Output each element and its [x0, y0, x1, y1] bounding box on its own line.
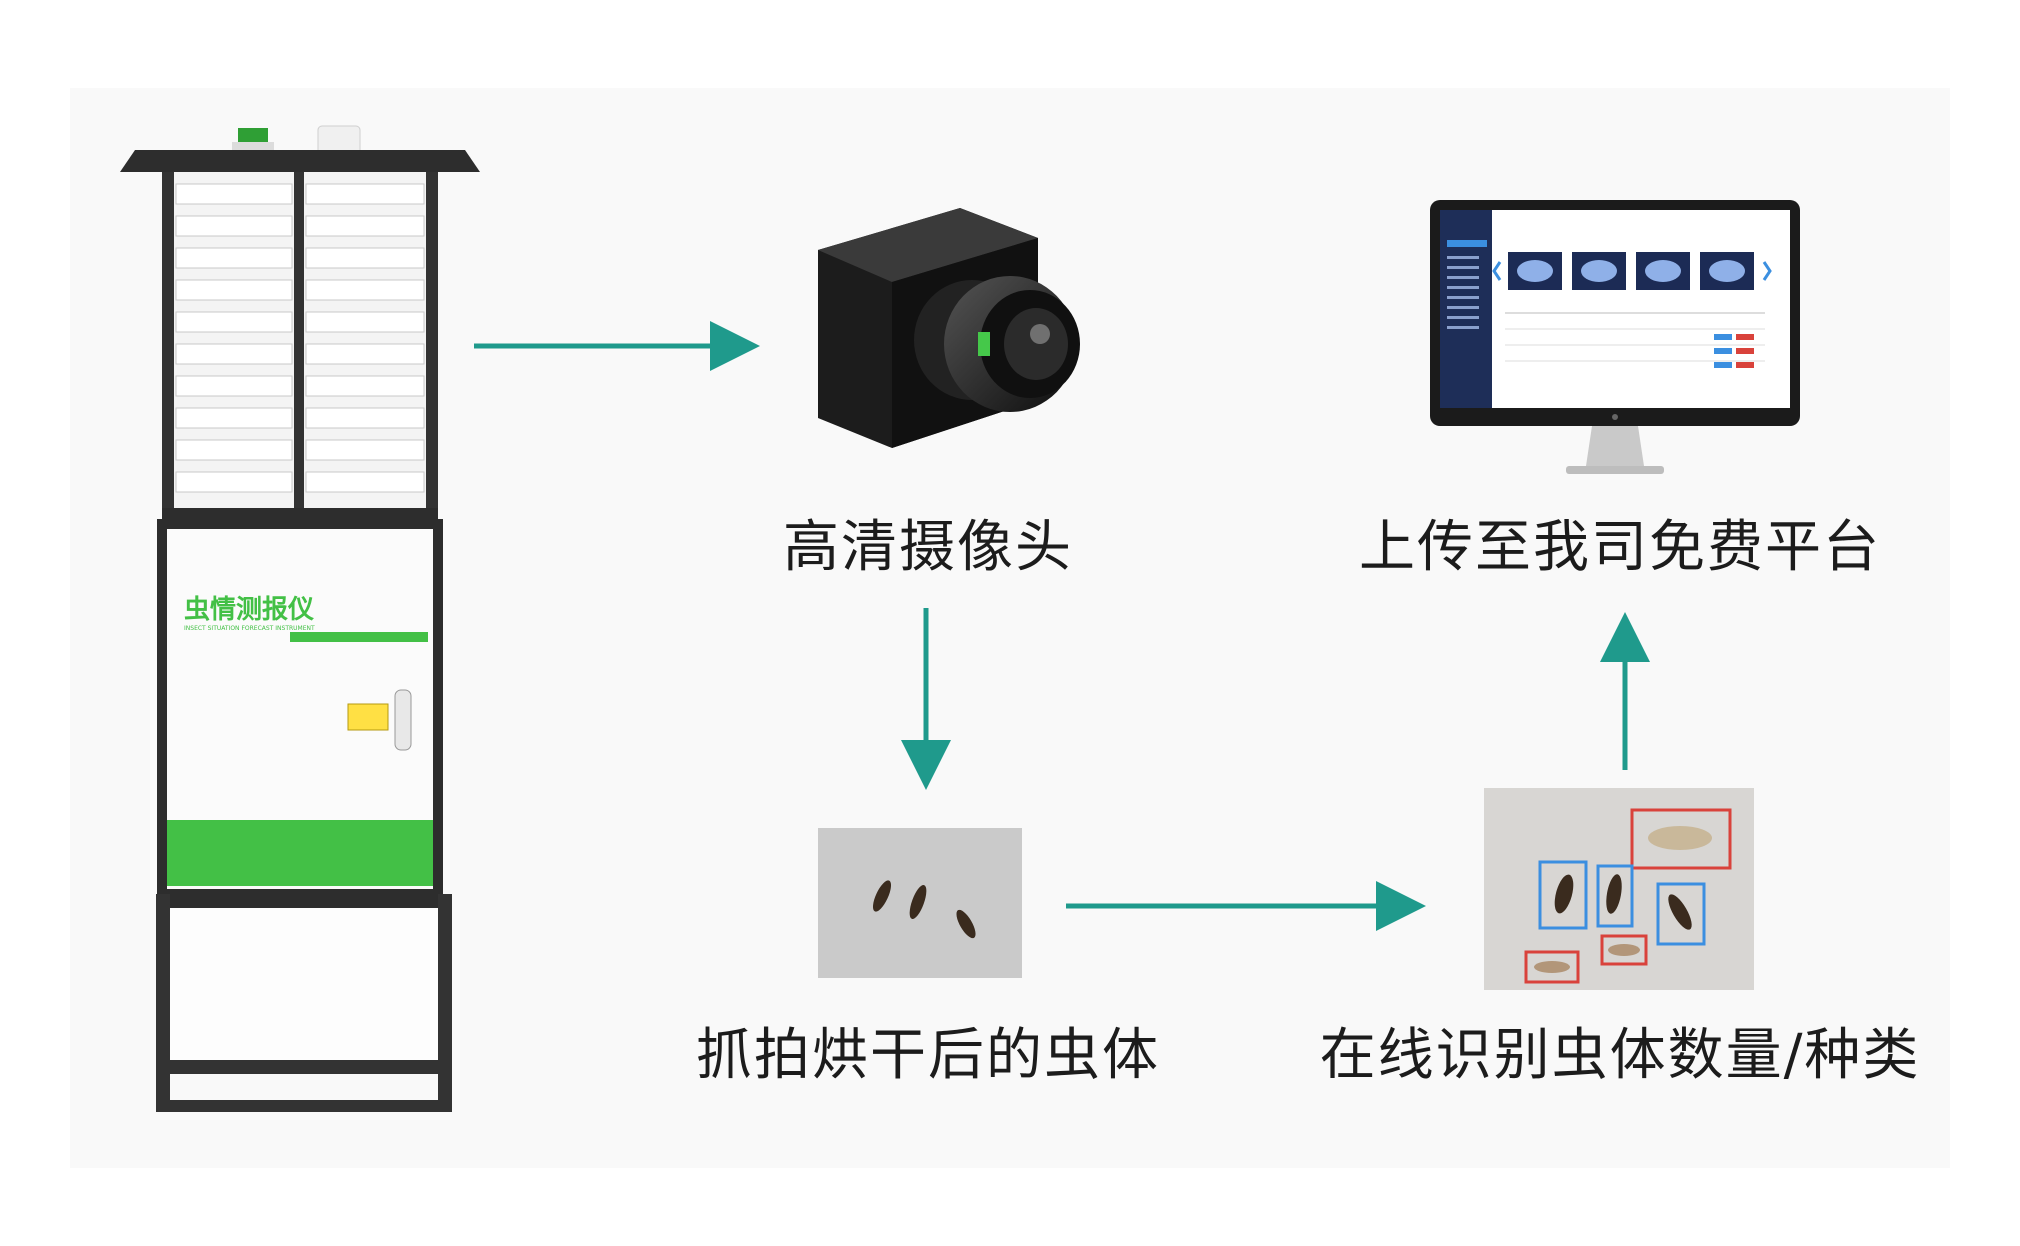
detection-box-red	[1600, 934, 1648, 966]
louver-slat	[305, 311, 425, 333]
detection-box-blue	[1538, 860, 1588, 930]
insect-specimen	[909, 884, 927, 920]
insect-specimen	[872, 880, 892, 912]
cabinet-handle	[394, 689, 412, 751]
louver-slat	[305, 471, 425, 493]
louver-slat	[305, 279, 425, 301]
monitor-stand	[1586, 426, 1644, 466]
louver-slat	[305, 439, 425, 461]
detection-box-blue	[1656, 882, 1706, 946]
louver-slat	[305, 407, 425, 429]
trap-brand-subtext: INSECT SITUATION FORECAST INSTRUMENT	[184, 625, 315, 632]
louver-slat	[305, 375, 425, 397]
trap-brand-text: 虫情测报仪	[184, 594, 315, 625]
camera-label: 高清摄像头	[783, 515, 1073, 580]
insect-specimen	[956, 909, 976, 939]
monitor-icon	[1430, 200, 1800, 474]
sensor-green-icon	[238, 128, 268, 144]
camera-icon	[818, 208, 1080, 448]
monitor-screen	[1440, 210, 1790, 408]
detection-box-red	[1630, 808, 1732, 870]
insect-trap-device: 虫情测报仪 INSECT SITUATION FORECAST INSTRUME…	[120, 125, 480, 1112]
recognize-label: 在线识别虫体数量/种类	[1319, 1023, 1921, 1088]
warning-label-icon	[347, 703, 389, 731]
louver-slat	[175, 439, 293, 461]
green-band	[167, 820, 433, 886]
louver-slat	[305, 247, 425, 269]
louver-slat	[305, 343, 425, 365]
louver-slat	[175, 471, 293, 493]
upload-label: 上传至我司免费平台	[1359, 515, 1881, 580]
louver-slat	[305, 215, 425, 237]
louver-slat	[175, 183, 293, 205]
louver-panel	[175, 183, 425, 493]
detection-box-blue	[1596, 864, 1634, 928]
louver-slat	[305, 183, 425, 205]
capture-label: 抓拍烘干后的虫体	[696, 1023, 1160, 1088]
insect-photo	[818, 828, 1022, 978]
detection-box-red	[1524, 950, 1580, 984]
roof	[120, 150, 480, 172]
louver-slat	[175, 343, 293, 365]
recognition-photo	[1484, 788, 1754, 990]
louver-slat	[175, 279, 293, 301]
louver-slat	[175, 215, 293, 237]
louver-slat	[175, 247, 293, 269]
louver-slat	[175, 375, 293, 397]
louver-slat	[175, 407, 293, 429]
louver-slat	[175, 311, 293, 333]
